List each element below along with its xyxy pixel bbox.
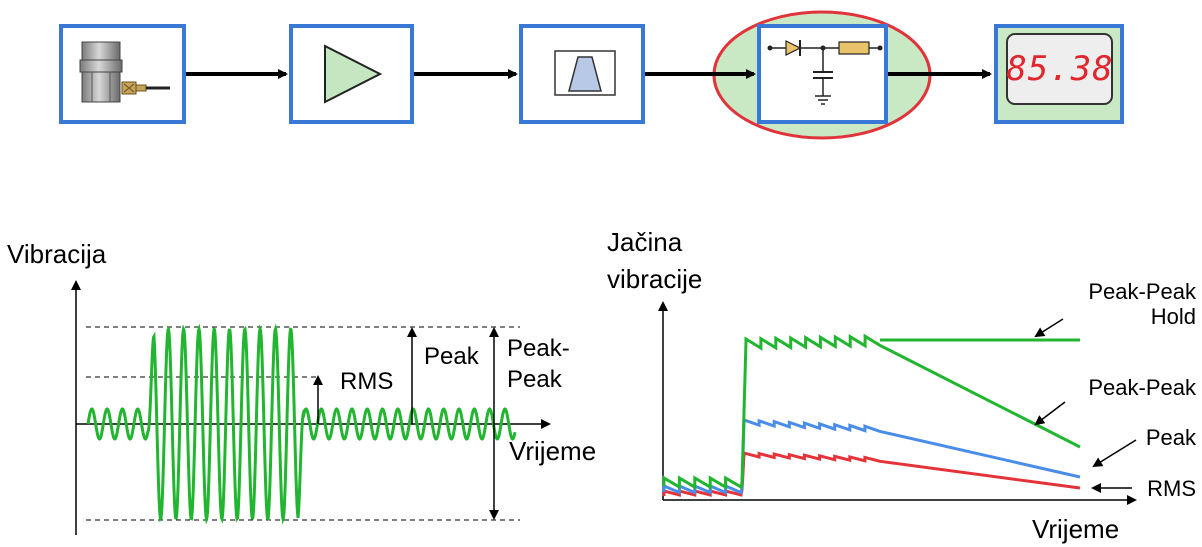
rms-label: RMS [340,368,393,395]
amplifier-triangle-icon [324,44,383,104]
rms-label: RMS [1147,476,1196,501]
block-digital-display: 85.38 [994,24,1124,124]
right-y-axis-label-line1: Jačina [607,227,683,257]
peak-pointer [1092,439,1137,468]
peak-peak-hold-pointer [1034,318,1064,338]
block-bandpass-filter [519,24,645,124]
peak-peak-label: Peak-Peak [1088,375,1197,400]
peak-label: Peak [1146,425,1197,450]
right-x-axis-label: Vrijeme [1032,514,1119,544]
vibration-waveform [86,323,517,525]
signal-chain: 85.38 [59,10,1124,140]
display-readout: 85.38 [1006,49,1113,89]
peak-peak-hold-label-line2: Hold [1151,304,1196,329]
left-x-axis-label: Vrijeme [509,436,596,466]
bandpass-filter-icon [554,50,616,96]
block-accelerometer [59,24,186,124]
accelerometer-icon [79,41,170,103]
peak-peak-label-line1: Peak- [507,335,570,362]
peak-trace [662,417,1081,495]
right-graph: Jačina vibracije Vrijeme Peak-Peak Hold … [607,227,1197,544]
peak-label: Peak [424,343,480,370]
block-rectifier-detector [757,24,888,124]
peak-peak-pointer [1034,401,1066,426]
seven-segment-display-icon: 85.38 [1006,33,1113,105]
peak-peak-hold-label-line1: Peak-Peak [1088,279,1197,304]
left-graph: Vibracija Vrijeme RMS Peak Peak- Peak [7,239,596,535]
left-y-axis-label: Vibracija [7,239,107,269]
peak-peak-trace [662,333,1081,490]
right-y-axis-label-line2: vibracije [607,264,702,294]
diode-rc-detector-icon [767,40,883,105]
rms-trace [662,451,1081,497]
peak-peak-label-line2: Peak [507,366,563,393]
block-amplifier [289,24,414,124]
